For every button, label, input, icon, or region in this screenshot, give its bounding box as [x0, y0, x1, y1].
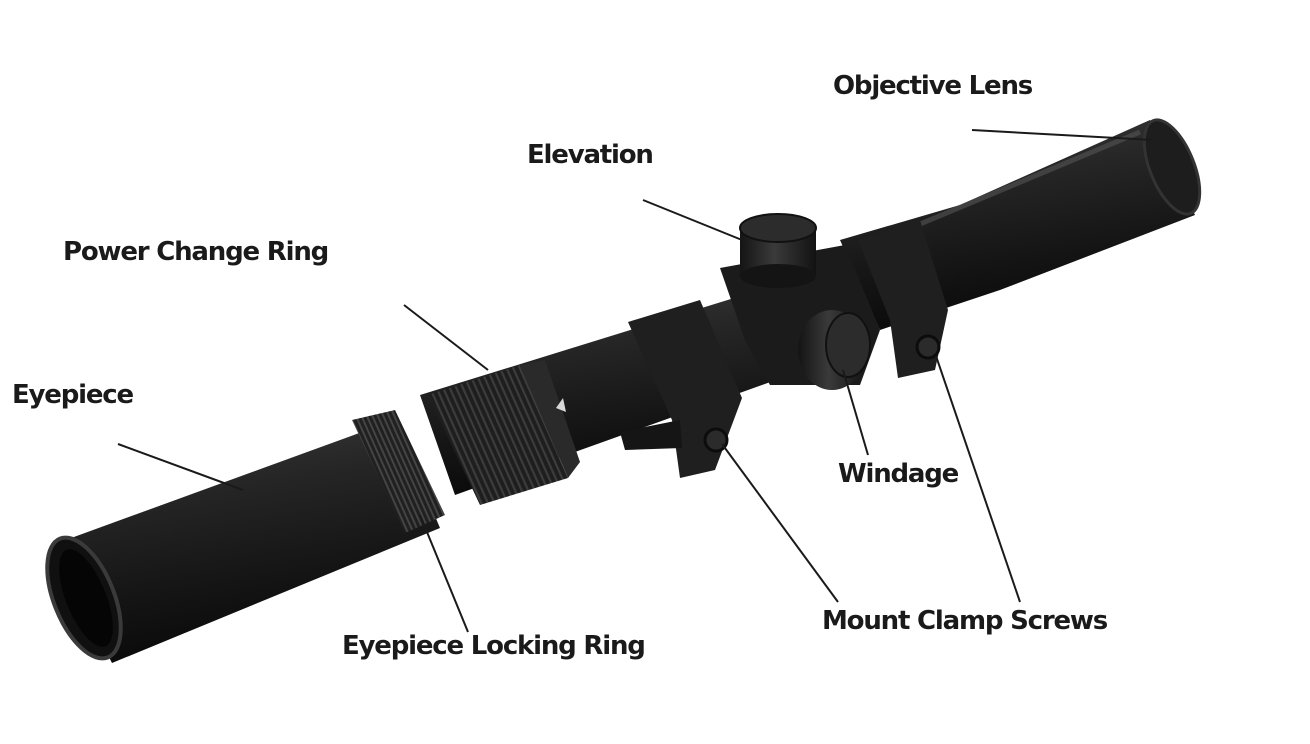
label-mount-clamp-screws: Mount Clamp Screws [822, 606, 1108, 636]
eyepiece-locking-ring-shape [352, 410, 445, 533]
label-elevation: Elevation [527, 140, 654, 170]
leader-line-eyepiece-locking-ring [419, 514, 469, 633]
objective-end [1142, 118, 1202, 216]
power-change-ring-shape [428, 365, 568, 505]
leader-line-power-change-ring [403, 304, 489, 371]
leader-line-mount-clamp-rear [935, 355, 1021, 603]
leader-line-objective-lens [971, 129, 1153, 141]
elevation-knob [739, 213, 817, 288]
windage-knob [798, 310, 871, 390]
scope-body [45, 118, 1202, 663]
mount-screw-rear [915, 334, 941, 360]
leader-line-mount-clamp-front [721, 443, 839, 603]
leader-line-eyepiece [117, 443, 244, 491]
label-objective-lens: Objective Lens [833, 71, 1033, 101]
label-eyepiece: Eyepiece [12, 380, 134, 410]
label-eyepiece-locking-ring: Eyepiece Locking Ring [342, 631, 646, 661]
leader-line-elevation [642, 199, 743, 241]
mount-screw-front [703, 427, 729, 453]
label-windage: Windage [838, 459, 959, 489]
leader-line-windage [842, 369, 869, 456]
eyepiece-tube [52, 420, 440, 663]
label-power-change-ring: Power Change Ring [63, 237, 329, 267]
